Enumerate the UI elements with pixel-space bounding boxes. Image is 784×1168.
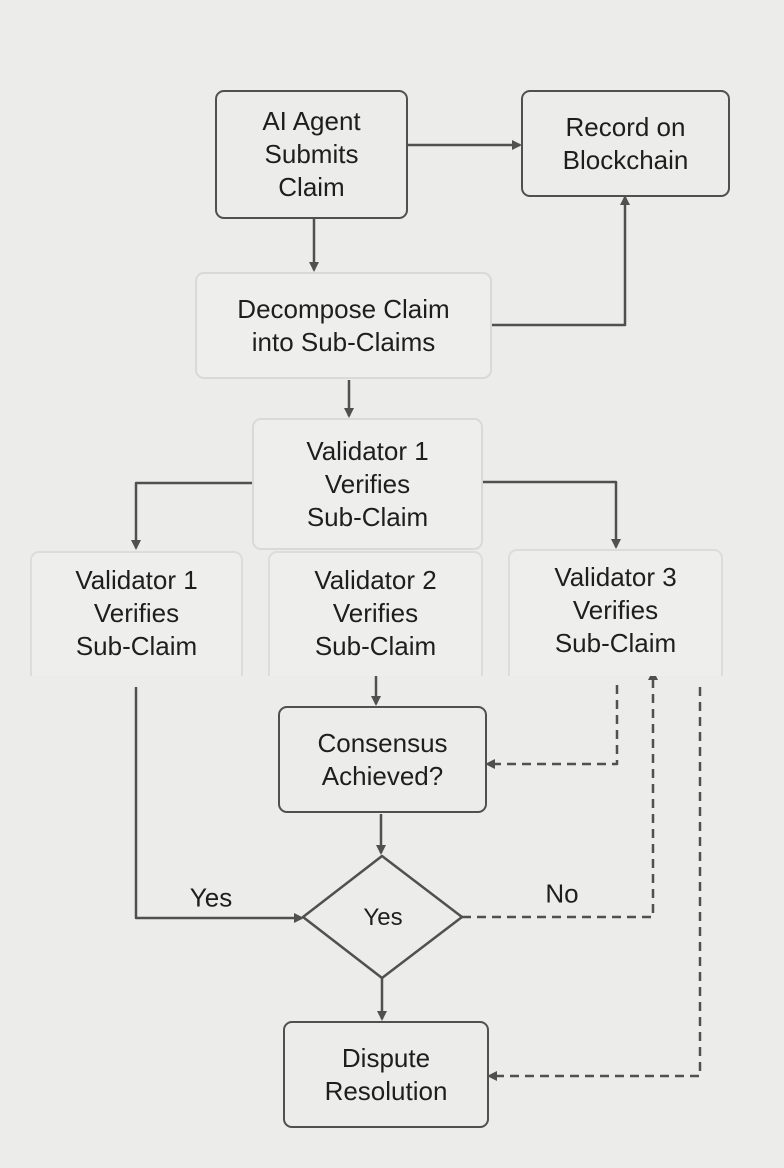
- consensus-node: Consensus Achieved?: [278, 706, 487, 813]
- decision-diamond: [301, 854, 464, 980]
- arrow-decision-no-to-right: [462, 670, 658, 919]
- edge-label-no: No: [545, 878, 579, 909]
- validator-right-node: Validator 3 Verifies Sub-Claim: [508, 549, 723, 676]
- record-blockchain-node: Record on Blockchain: [521, 90, 730, 197]
- edge-label-yes: Yes: [189, 882, 233, 913]
- submit-claim-node: AI Agent Submits Claim: [215, 90, 408, 219]
- arrow-decompose-to-record: [492, 195, 630, 327]
- validator-mid-node: Validator 2 Verifies Sub-Claim: [268, 551, 483, 676]
- arrow-validator-to-left: [131, 481, 252, 550]
- arrow-right-to-consensus: [485, 685, 619, 769]
- arrow-validator-to-right: [483, 480, 621, 549]
- decision-label: Yes: [363, 904, 403, 931]
- arrow-left-to-decision-yes: [134, 687, 304, 923]
- decompose-claim-node: Decompose Claim into Sub-Claims: [195, 272, 492, 379]
- dispute-resolution-node: Dispute Resolution: [283, 1021, 489, 1128]
- arrow-right-to-dispute: [487, 687, 702, 1081]
- validator-left-node: Validator 1 Verifies Sub-Claim: [30, 551, 243, 676]
- validator-top-node: Validator 1 Verifies Sub-Claim: [252, 418, 483, 550]
